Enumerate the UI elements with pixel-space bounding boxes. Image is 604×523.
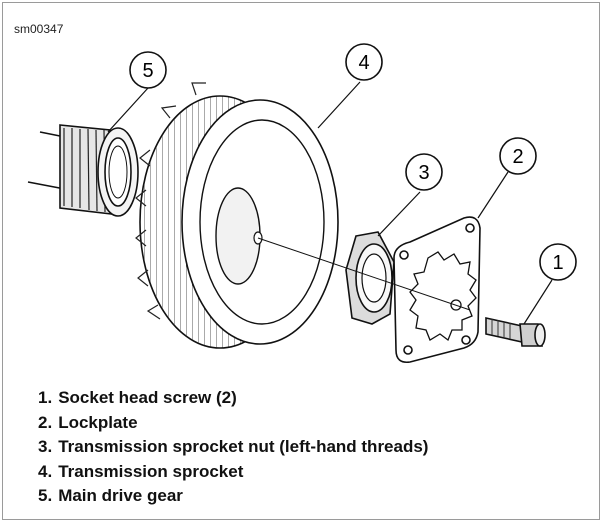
lockplate: [393, 216, 481, 364]
callout-1-number: 1: [552, 252, 563, 274]
callout-5: 5: [129, 51, 167, 89]
main-drive-gear: [27, 124, 139, 217]
legend-item: 5.Main drive gear: [38, 486, 183, 505]
socket-head-screw: [485, 317, 546, 347]
callout-2-number: 2: [512, 146, 523, 168]
callout-5-number: 5: [142, 60, 153, 82]
assembly-axis: [257, 237, 471, 311]
callout-4: 4: [345, 43, 383, 81]
legend-item: 3.Transmission sprocket nut (left-hand t…: [38, 437, 429, 456]
exploded-view-diagram: 1 2 3 4 5: [27, 43, 577, 364]
sprocket-nut: [345, 231, 395, 325]
callout-3: 3: [405, 153, 443, 191]
callout-1: 1: [539, 243, 577, 281]
legend-item: 1.Socket head screw (2): [38, 388, 237, 407]
callout-2: 2: [499, 137, 537, 175]
leader-lines: [107, 81, 553, 325]
legend-item: 2.Lockplate: [38, 412, 138, 432]
callout-3-number: 3: [418, 162, 429, 184]
transmission-sprocket: [135, 82, 339, 349]
figure-id: sm00347: [14, 22, 64, 36]
parts-legend: 1.Socket head screw (2) 2.Lockplate 3.Tr…: [38, 386, 428, 509]
callout-4-number: 4: [358, 52, 369, 74]
legend-item: 4.Transmission sprocket: [38, 461, 244, 481]
